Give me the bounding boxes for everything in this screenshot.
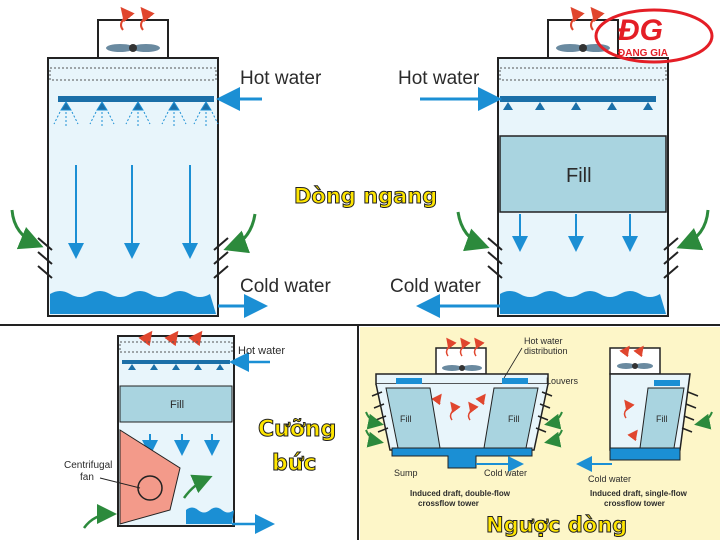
fan-icon bbox=[442, 365, 482, 371]
spray-nozzles bbox=[128, 364, 224, 370]
heat-icon bbox=[138, 330, 203, 347]
caption-left-1: Induced draft, double-flow bbox=[410, 489, 511, 498]
drift-eliminator bbox=[119, 341, 233, 353]
fan-icon bbox=[106, 44, 160, 52]
hot-water-label: Hot water bbox=[398, 68, 480, 89]
fill-single-label: Fill bbox=[656, 414, 668, 424]
fill-block bbox=[499, 135, 667, 213]
tower-forced-draft: Fill Hot water Centrifugal fan Cưỡng bức bbox=[64, 330, 337, 534]
water-flow-arrows bbox=[68, 165, 198, 259]
cold-water-label: Cold water bbox=[390, 276, 481, 297]
air-inlet-arrow bbox=[82, 504, 117, 529]
fan-label-line2: fan bbox=[80, 472, 94, 483]
distribution-basin-left bbox=[396, 378, 422, 384]
fill-left-label: Fill bbox=[400, 414, 412, 424]
distribution-pipe bbox=[122, 360, 230, 364]
fan-icon bbox=[617, 363, 653, 369]
caption-left-2: crossflow tower bbox=[418, 499, 479, 508]
cold-water-right-label: Cold water bbox=[588, 474, 631, 484]
air-inlet-arrow bbox=[694, 411, 713, 430]
distribution-pipe bbox=[58, 96, 214, 102]
air-outlet-arrow bbox=[182, 474, 213, 499]
cold-water-label: Cold water bbox=[240, 276, 331, 297]
tower-top-left: Hot water Cold water bbox=[10, 6, 331, 318]
tower-top-right: Fill Hot water Cold water bbox=[390, 6, 710, 318]
air-inlet-arrows bbox=[456, 209, 710, 252]
louvers bbox=[681, 391, 699, 433]
hot-water-label: Hot water bbox=[240, 68, 322, 89]
water-basin bbox=[186, 507, 234, 524]
distribution-basin bbox=[654, 380, 680, 386]
heat-icon bbox=[431, 337, 486, 421]
caption-right-1: Induced draft, single-flow bbox=[590, 489, 688, 498]
double-flow-tower: Fill Fill Hot water distribution Louvers… bbox=[365, 336, 579, 508]
single-flow-tower: Fill Cold water Induced draft, single-fl… bbox=[576, 345, 713, 508]
hot-water-dist-line1: Hot water bbox=[524, 336, 563, 346]
brand-logo: ĐG ĐẠNG GIA bbox=[594, 8, 714, 64]
dist-leader-line bbox=[503, 347, 523, 379]
drift-eliminator bbox=[499, 67, 667, 81]
spray-nozzles bbox=[503, 102, 653, 110]
fan-icon bbox=[556, 44, 610, 52]
heat-icon bbox=[120, 6, 155, 31]
water-basin bbox=[609, 447, 681, 461]
counterflow-title: Ngược dòng bbox=[486, 513, 627, 537]
heat-icon bbox=[570, 6, 605, 31]
distribution-pipe bbox=[500, 96, 656, 102]
hot-water-dist-line2: distribution bbox=[524, 346, 568, 356]
spray-nozzles bbox=[53, 101, 219, 126]
caption-right-2: crossflow tower bbox=[604, 499, 665, 508]
logo-mark: ĐG bbox=[618, 14, 663, 47]
heat-icon bbox=[619, 345, 644, 442]
centrifugal-fan bbox=[119, 429, 181, 525]
water-basin bbox=[50, 291, 216, 314]
fill-right-label: Fill bbox=[508, 414, 520, 424]
water-basin bbox=[391, 447, 533, 469]
air-inlet-arrows bbox=[365, 411, 563, 448]
water-flow-arrows bbox=[512, 214, 638, 252]
crossflow-title: Dòng ngang bbox=[294, 184, 437, 208]
hot-water-label: Hot water bbox=[238, 345, 285, 357]
distribution-basin-right bbox=[502, 378, 528, 384]
louvers bbox=[487, 237, 679, 279]
water-basin bbox=[500, 291, 666, 314]
sump-label: Sump bbox=[394, 468, 418, 478]
fan-leader-line bbox=[99, 477, 141, 489]
panel-counterflow: Fill Fill Hot water distribution Louvers… bbox=[360, 327, 720, 540]
logo-name: ĐẠNG GIA bbox=[618, 48, 668, 59]
fan-label-line1: Centrifugal bbox=[64, 460, 112, 471]
fill-label: Fill bbox=[566, 165, 592, 187]
cold-water-left-label: Cold water bbox=[484, 468, 527, 478]
fill-label: Fill bbox=[170, 399, 184, 411]
forced-title-line1: Cưỡng bbox=[258, 417, 336, 442]
drift-eliminator bbox=[49, 67, 217, 81]
air-inlet-arrows bbox=[10, 209, 257, 254]
louvers bbox=[371, 391, 553, 433]
louvers-label: Louvers bbox=[546, 376, 579, 386]
fill-block bbox=[119, 385, 233, 423]
forced-title-line2: bức bbox=[272, 451, 316, 476]
